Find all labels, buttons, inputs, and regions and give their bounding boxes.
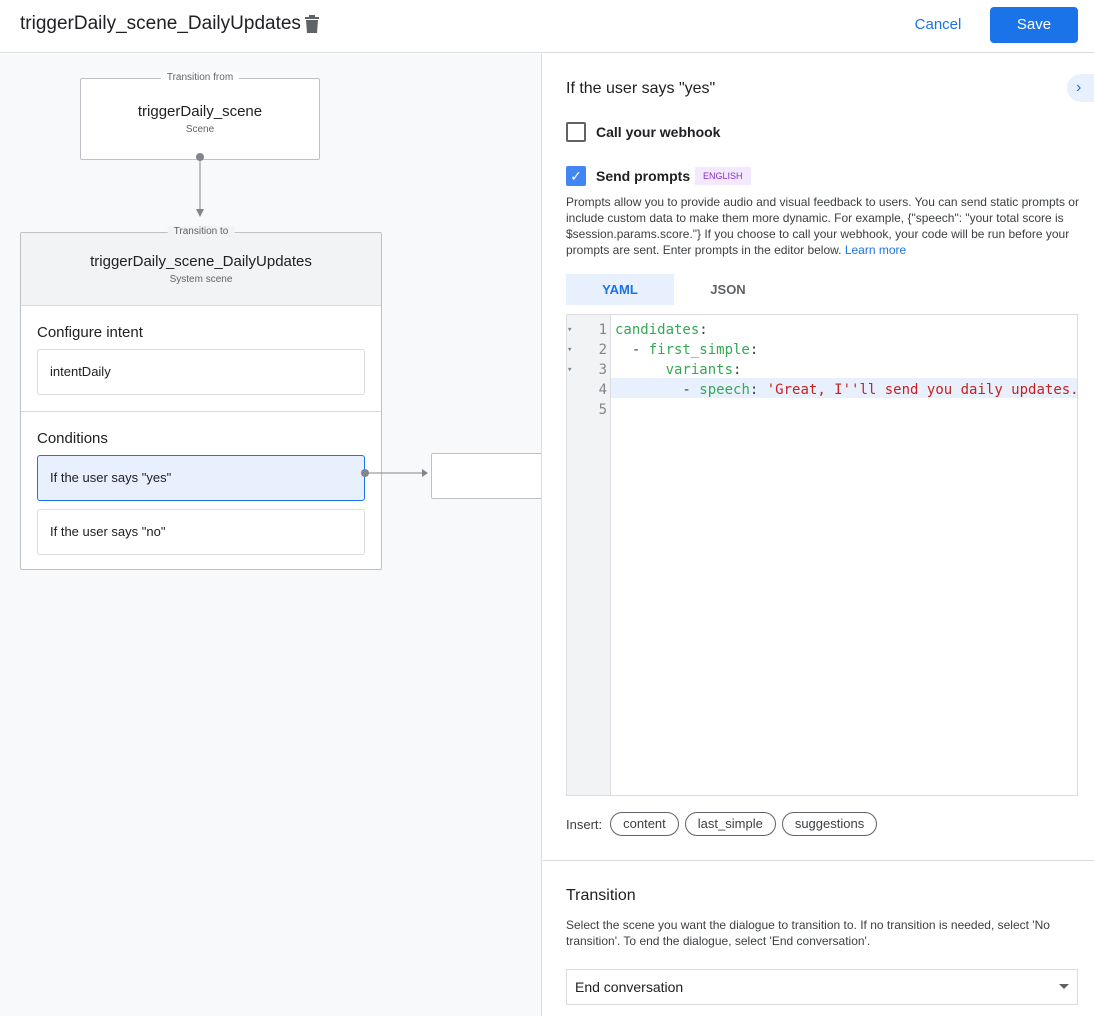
to-scene-type: System scene xyxy=(169,274,233,285)
collapse-panel-chevron-icon[interactable]: › xyxy=(1067,74,1094,102)
code-key: variants xyxy=(665,362,734,378)
prompts-description: Prompts allow you to provide audio and v… xyxy=(566,194,1081,258)
flow-canvas: Transition from triggerDaily_scene Scene… xyxy=(0,54,542,1016)
delete-icon[interactable] xyxy=(304,15,320,33)
line-number: 5 xyxy=(598,402,607,418)
condition-editor-panel: › If the user says "yes" Call your webho… xyxy=(543,54,1094,1016)
transition-from-node[interactable]: Transition from triggerDaily_scene Scene xyxy=(80,72,320,160)
save-button[interactable]: Save xyxy=(990,7,1078,43)
code-colon: : xyxy=(733,362,742,378)
fold-icon[interactable] xyxy=(567,380,575,400)
code-line: 5 xyxy=(567,400,1077,420)
code-indent: - xyxy=(615,382,700,398)
connector-arrow xyxy=(196,153,204,217)
fold-icon[interactable]: ▾ xyxy=(567,365,573,375)
code-line: ▾ 1 candidates: xyxy=(567,320,1077,340)
dropdown-arrow-icon xyxy=(1059,984,1069,994)
code-indent xyxy=(615,362,666,378)
insert-last-simple-chip[interactable]: last_simple xyxy=(684,812,776,836)
insert-content-chip[interactable]: content xyxy=(610,812,679,836)
fold-icon[interactable]: ▾ xyxy=(567,345,573,355)
code-editor[interactable]: ▾ 1 candidates: ▾ 2 - first_simple: ▾ 3 varian… xyxy=(566,314,1079,796)
tab-yaml[interactable]: YAML xyxy=(566,274,674,305)
transition-from-label: Transition from xyxy=(160,72,240,83)
transition-heading: Transition xyxy=(566,887,636,904)
line-number: 1 xyxy=(598,322,607,338)
learn-more-link[interactable]: Learn more xyxy=(844,243,907,257)
code-colon: : xyxy=(749,382,759,398)
fold-icon[interactable]: ▾ xyxy=(567,325,573,335)
webhook-label: Call your webhook xyxy=(596,124,721,140)
condition-no[interactable]: If the user says "no" xyxy=(37,509,365,555)
send-prompts-checkbox[interactable]: ✓ xyxy=(566,166,586,186)
conditions-heading: Conditions xyxy=(37,430,108,447)
code-indent: - xyxy=(615,342,649,358)
line-number: 2 xyxy=(598,342,607,358)
language-badge: ENGLISH xyxy=(695,167,751,185)
insert-suggestions-chip[interactable]: suggestions xyxy=(781,812,878,836)
code-key: first_simple xyxy=(648,342,750,358)
condition-yes[interactable]: If the user says "yes" xyxy=(37,455,365,501)
code-colon: : xyxy=(749,342,759,358)
target-scene-node[interactable] xyxy=(431,453,541,499)
code-key: candidates xyxy=(615,322,700,338)
description-text: Prompts allow you to provide audio and v… xyxy=(566,195,1079,257)
code-line: ▾ 3 variants: xyxy=(567,360,1077,380)
line-number: 4 xyxy=(598,382,607,398)
code-value: 'Great, I''ll send you daily updates. xyxy=(758,382,1079,398)
condition-connector xyxy=(361,469,428,477)
from-scene-type: Scene xyxy=(185,124,215,135)
cancel-button[interactable]: Cancel xyxy=(914,16,962,33)
transition-to-label: Transition to xyxy=(167,226,235,237)
code-line: 4 - speech: 'Great, I''ll send you daily… xyxy=(567,380,1079,400)
insert-label: Insert: xyxy=(566,816,603,832)
to-scene-title: triggerDaily_scene_DailyUpdates xyxy=(90,253,312,270)
transition-selected-value: End conversation xyxy=(575,979,684,995)
code-key: speech xyxy=(699,382,750,398)
intent-item[interactable]: intentDaily xyxy=(37,349,365,395)
send-prompts-label: Send prompts xyxy=(596,168,691,184)
line-number: 3 xyxy=(598,362,607,378)
code-line: ▾ 2 - first_simple: xyxy=(567,340,1077,360)
header: triggerDaily_scene_DailyUpdates Cancel S… xyxy=(0,0,1094,53)
panel-heading: If the user says "yes" xyxy=(566,80,716,97)
from-scene-title: triggerDaily_scene xyxy=(137,103,263,120)
transition-select[interactable]: End conversation xyxy=(566,969,1078,1005)
webhook-checkbox[interactable] xyxy=(566,122,586,142)
page-title: triggerDaily_scene_DailyUpdates xyxy=(20,13,301,34)
transition-to-node: Transition to triggerDaily_scene_DailyUp… xyxy=(20,226,382,570)
transition-description: Select the scene you want the dialogue t… xyxy=(566,918,1050,948)
code-colon: : xyxy=(699,322,708,338)
tab-json[interactable]: JSON xyxy=(710,282,746,297)
configure-intent-heading: Configure intent xyxy=(37,324,143,341)
fold-icon[interactable] xyxy=(567,400,575,420)
